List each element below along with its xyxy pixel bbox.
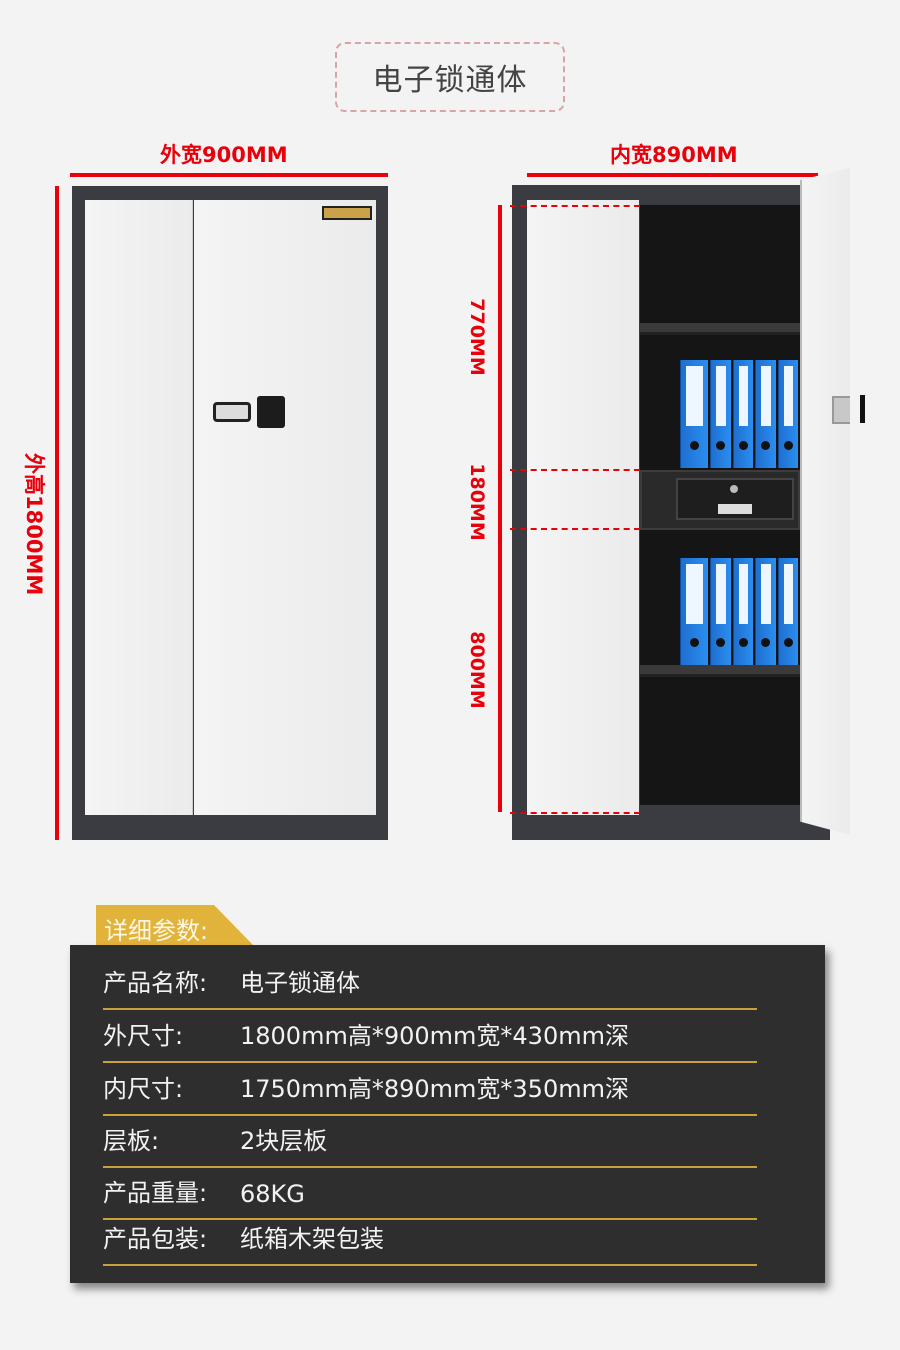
spec-label: 内尺寸: <box>103 1075 184 1103</box>
drawer[interactable] <box>640 470 800 530</box>
inner-width-label: 内宽890MM <box>610 143 738 167</box>
inner-height-line <box>498 205 502 812</box>
spec-row: 产品名称: 电子锁通体 <box>103 958 757 1010</box>
open-right-door <box>800 168 850 835</box>
shelf <box>640 323 800 335</box>
closed-cabinet <box>72 186 388 840</box>
badge-icon <box>322 206 372 220</box>
specs-heading: 详细参数: <box>96 905 254 946</box>
spec-row: 层板: 2块层板 <box>103 1116 757 1168</box>
dash-line <box>510 205 640 207</box>
electronic-lock-icon[interactable] <box>213 396 285 428</box>
keypad-icon[interactable] <box>832 396 850 424</box>
product-title: 电子锁通体 <box>335 42 565 112</box>
spec-row: 内尺寸: 1750mm高*890mm宽*350mm深 <box>103 1064 757 1116</box>
binders-lower <box>680 558 798 665</box>
inner-width-line <box>527 173 818 177</box>
left-door <box>527 200 639 815</box>
height-dimension-line <box>55 186 59 840</box>
spec-row: 产品包装: 纸箱木架包装 <box>103 1216 757 1266</box>
specs-panel: 产品名称: 电子锁通体 外尺寸: 1800mm高*900mm宽*430mm深 内尺寸… <box>70 945 825 1283</box>
spec-value: 68KG <box>240 1180 305 1208</box>
dash-line <box>510 469 640 471</box>
spec-label: 层板: <box>103 1127 160 1155</box>
cabinet-interior <box>640 205 800 805</box>
spec-label: 产品重量: <box>103 1179 208 1207</box>
outer-height-label: 外高1800MM <box>22 453 46 596</box>
shelf <box>640 665 800 677</box>
dash-line <box>510 812 640 814</box>
spec-value: 纸箱木架包装 <box>240 1225 384 1253</box>
section-label: 800MM <box>466 631 488 709</box>
outer-width-label: 外宽900MM <box>160 143 288 167</box>
handle-icon[interactable] <box>860 395 865 423</box>
binders-upper <box>680 360 798 468</box>
left-door <box>85 200 193 815</box>
right-door <box>194 200 376 815</box>
spec-value: 2块层板 <box>240 1127 328 1155</box>
spec-value: 1800mm高*900mm宽*430mm深 <box>240 1022 629 1050</box>
spec-label: 外尺寸: <box>103 1022 184 1050</box>
section-label: 770MM <box>466 298 488 376</box>
spec-label: 产品名称: <box>103 969 208 997</box>
spec-label: 产品包装: <box>103 1225 208 1253</box>
dash-line <box>510 528 640 530</box>
section-label: 180MM <box>466 463 488 541</box>
spec-value: 电子锁通体 <box>240 969 360 997</box>
width-dimension-line <box>70 173 388 177</box>
spec-value: 1750mm高*890mm宽*350mm深 <box>240 1075 629 1103</box>
spec-row: 产品重量: 68KG <box>103 1168 757 1220</box>
spec-row: 外尺寸: 1800mm高*900mm宽*430mm深 <box>103 1011 757 1063</box>
open-cabinet <box>512 185 830 840</box>
